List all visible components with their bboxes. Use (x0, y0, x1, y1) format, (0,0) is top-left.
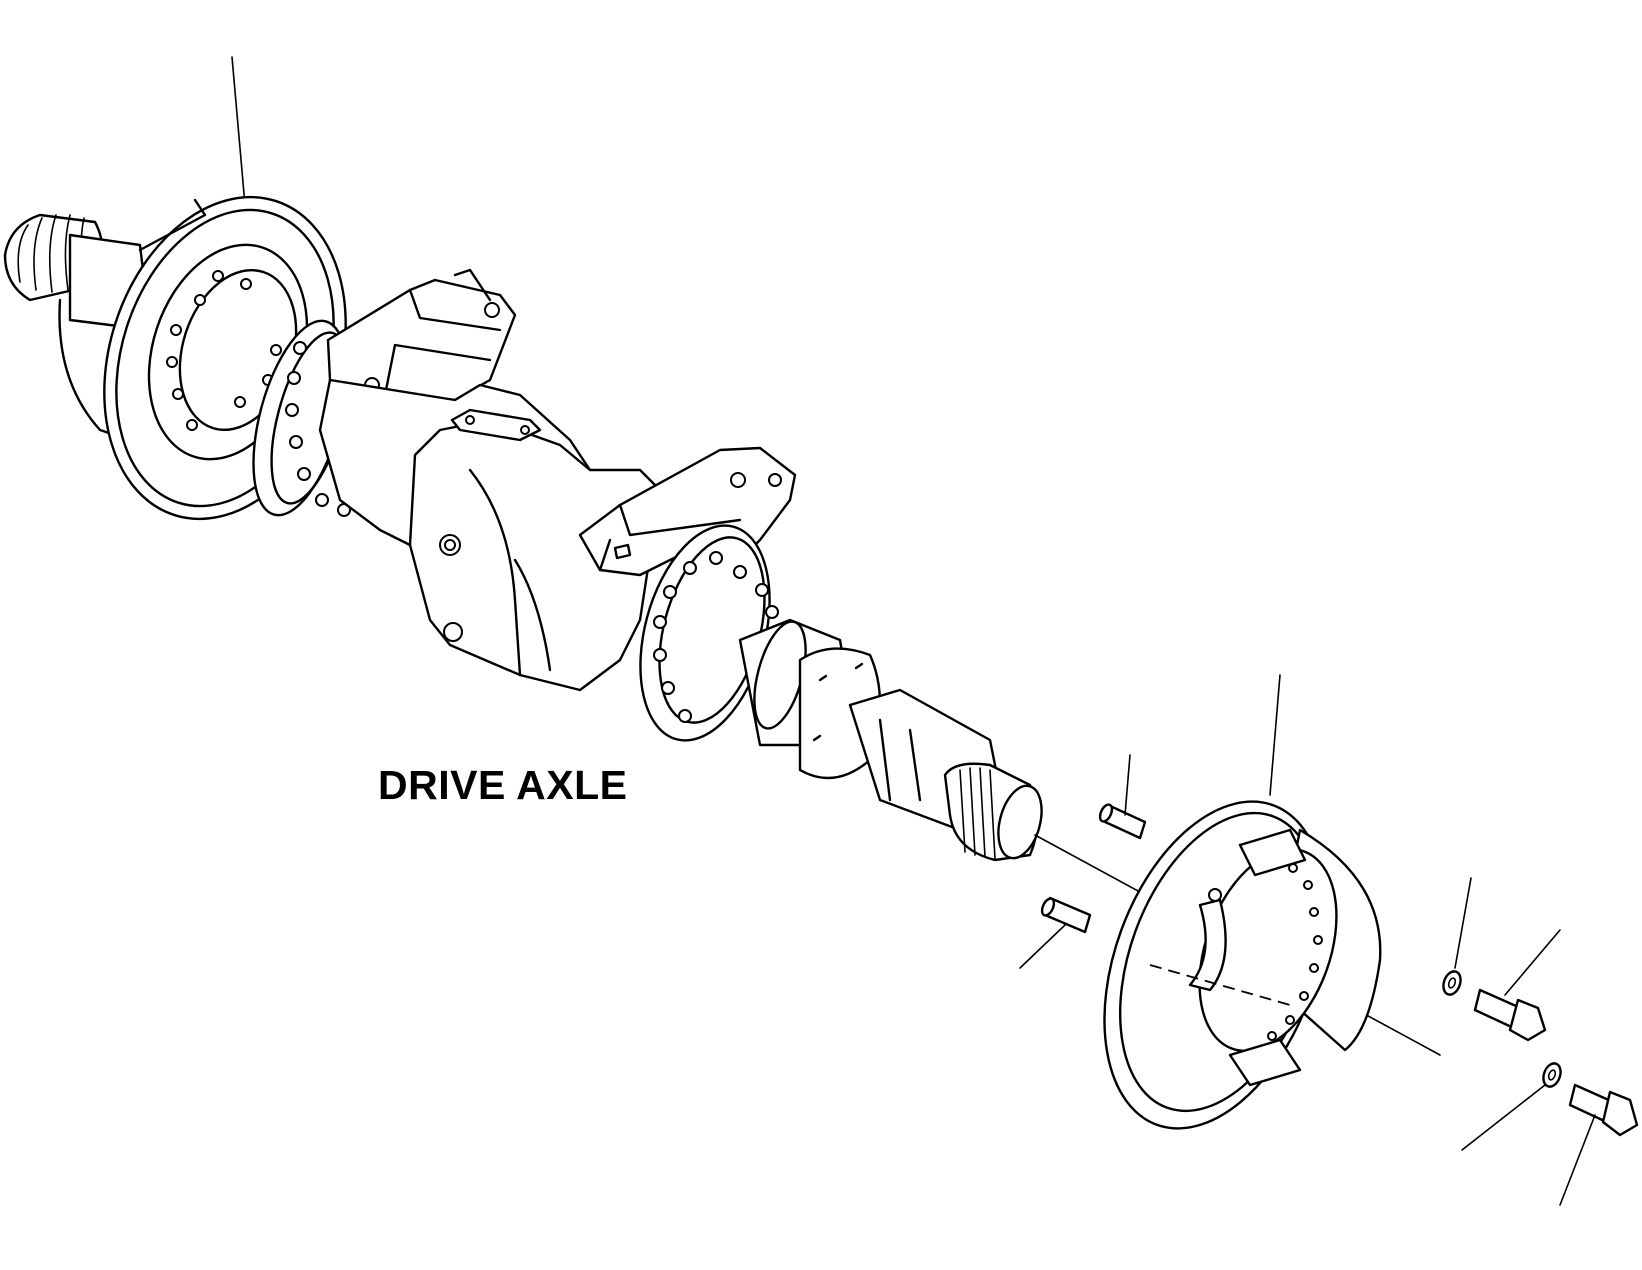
washer-lower (1461, 1062, 1562, 1151)
right-brake-shoe (1188, 898, 1227, 992)
housing-left-mount-pad (326, 278, 517, 402)
bolt-lower-leader (1559, 1114, 1596, 1206)
housing-right-flange-holes (653, 551, 779, 723)
housing-left-flange-holes (285, 341, 351, 517)
right-lower-shoe-block (1228, 1038, 1302, 1087)
spindle-shaft (738, 618, 1043, 862)
washer-upper-leader (1454, 877, 1472, 969)
right-upper-shoe-block (1238, 828, 1307, 877)
dowel-pin-upper-leader (1124, 754, 1131, 816)
dowel-pin-lower (1019, 896, 1092, 969)
left-brake-hub-assembly (3, 56, 347, 521)
axle-housing (252, 268, 797, 742)
dowel-pin-lower-leader (1019, 924, 1066, 969)
diagram-label: DRIVE AXLE (378, 762, 628, 808)
right-hub-bolt-holes (1267, 863, 1323, 1041)
right-brake-assembly (1034, 674, 1441, 1130)
right-brake-leader-line (1269, 674, 1281, 796)
bolt-upper (1473, 929, 1561, 1042)
left-hub-leader-line (231, 56, 246, 206)
washer-upper (1442, 877, 1472, 996)
washer-lower-leader (1461, 1084, 1546, 1151)
dowel-pin-upper (1098, 754, 1147, 840)
bolt-lower (1559, 1083, 1639, 1206)
bolt-upper-leader (1504, 929, 1561, 996)
